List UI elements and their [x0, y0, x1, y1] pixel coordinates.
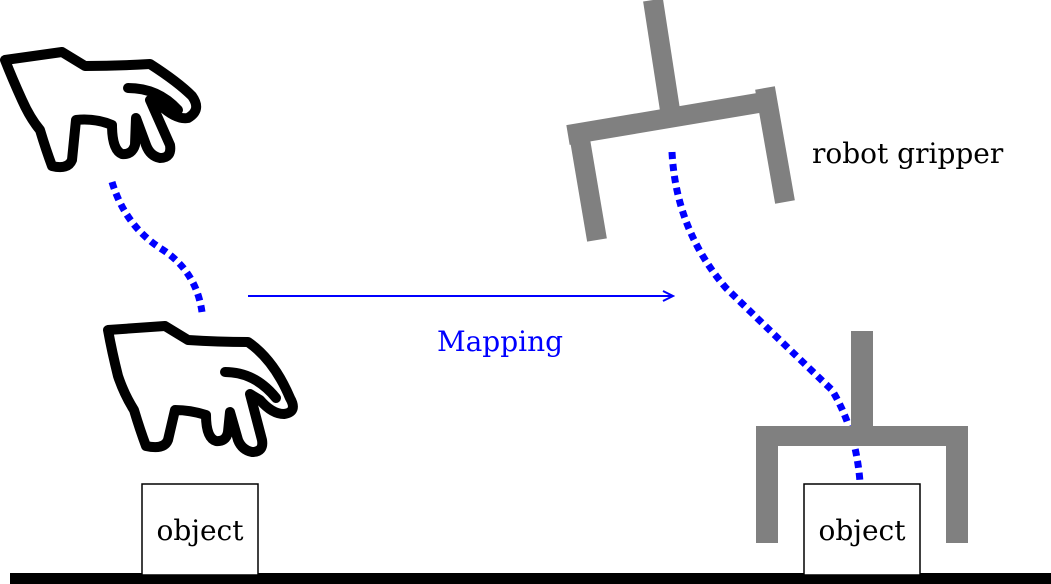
object-box-left — [141, 483, 259, 576]
mapping-label: Mapping — [437, 325, 563, 358]
gripper-top-icon — [566, 0, 795, 242]
object-label-left: object — [157, 514, 245, 547]
hand-bottom-icon — [103, 321, 298, 457]
hand-top-icon — [0, 47, 202, 173]
human-trajectory — [108, 180, 206, 313]
gripper-bottom-icon — [756, 331, 968, 543]
object-label-right: object — [819, 514, 907, 547]
object-box-right — [803, 483, 921, 576]
robot-gripper-label: robot gripper — [812, 137, 1004, 170]
ground-line — [10, 573, 1051, 584]
